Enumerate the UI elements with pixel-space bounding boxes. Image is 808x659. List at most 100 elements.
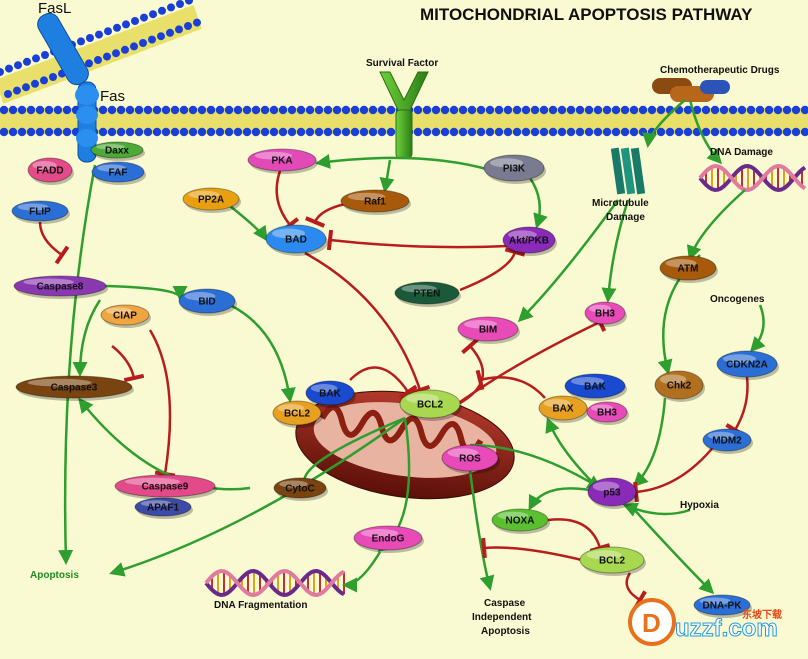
- inhibition-edge-36: [633, 444, 716, 503]
- inhibition-edge-35: [725, 376, 749, 437]
- node-bid: BID: [178, 288, 237, 316]
- node-label-fadd: FADD: [36, 166, 63, 177]
- watermark-subtext: 东坡下载: [742, 608, 782, 621]
- dna-damage-label: DNA Damage: [710, 147, 773, 158]
- node-bh3-right: BH3: [586, 401, 629, 425]
- caspase-indep-line3: Apoptosis: [481, 626, 530, 637]
- activation-edge-41: [688, 99, 723, 165]
- node-raf1: Raf1: [340, 189, 411, 215]
- node-cytoc: CytoC: [273, 477, 328, 501]
- node-cdkn2a: CDKN2A: [716, 350, 779, 380]
- inhibition-edge-30: [481, 537, 583, 562]
- watermark: D uzzf.com 东坡下载: [628, 598, 782, 646]
- activation-edge-11: [315, 154, 491, 172]
- activation-edge-38: [686, 189, 746, 261]
- node-label-endog: EndoG: [372, 534, 405, 545]
- activation-edge-39: [749, 304, 766, 353]
- node-label-caspase9: Caspase9: [142, 482, 189, 493]
- dna-helix-top: [698, 163, 807, 193]
- node-bim: BIM: [457, 316, 520, 344]
- survival-factor-label: Survival Factor: [366, 58, 438, 69]
- node-label-akt: Akt/PKB: [509, 236, 549, 247]
- node-label-bcl2-left: BCL2: [284, 409, 311, 420]
- activation-edge-24: [78, 397, 251, 491]
- node-caspase8: Caspase8: [13, 275, 108, 299]
- caspase-indep-line1: Caspase: [484, 598, 526, 609]
- activation-edge-34: [632, 397, 667, 488]
- inhibition-edge-31: [625, 572, 647, 610]
- node-label-bim: BIM: [479, 325, 497, 336]
- node-chk2: Chk2: [654, 370, 705, 402]
- node-label-pten: PTEN: [414, 289, 441, 300]
- node-label-bax: BAX: [552, 404, 573, 415]
- node-label-chk2: Chk2: [667, 381, 692, 392]
- node-label-bid: BID: [198, 297, 215, 308]
- inhibition-edge-10: [305, 202, 346, 228]
- node-label-bcl2-bottom: BCL2: [599, 556, 626, 567]
- inhibition-edge-29: [547, 518, 611, 553]
- activation-edge-9: [229, 205, 268, 242]
- activation-edge-12: [528, 177, 548, 229]
- apoptosis-label: Apoptosis: [30, 570, 79, 581]
- fas-receptor: [75, 81, 99, 163]
- node-label-ros: ROS: [459, 454, 481, 465]
- inhibition-edge-13: [326, 229, 509, 251]
- node-label-cdkn2a: CDKN2A: [726, 360, 768, 371]
- node-label-raf1: Raf1: [364, 197, 386, 208]
- node-label-atm: ATM: [678, 264, 699, 275]
- node-label-ciap: CIAP: [113, 311, 137, 322]
- node-label-bad: BAD: [285, 235, 307, 246]
- node-label-bak-left: BAK: [319, 389, 341, 400]
- node-caspase9: Caspase9: [114, 474, 217, 500]
- activation-edge-40: [642, 99, 686, 148]
- activation-edge-27: [545, 417, 597, 487]
- node-apaf1: APAF1: [134, 497, 193, 519]
- inhibition-edge-7: [275, 170, 300, 233]
- activation-edge-23: [342, 551, 382, 593]
- activation-edge-6: [229, 303, 296, 403]
- activation-edge-21: [109, 416, 406, 577]
- activation-edge-8: [379, 159, 395, 193]
- node-bax: BAX: [538, 395, 589, 423]
- activation-edge-25: [468, 469, 495, 591]
- inhibition-edge-5: [148, 329, 176, 478]
- activation-edge-2: [104, 284, 188, 301]
- node-label-pka: PKA: [271, 156, 292, 167]
- microtubule: [610, 147, 646, 195]
- node-label-bak-right: BAK: [584, 382, 606, 393]
- dna-fragmentation-label: DNA Fragmentation: [214, 600, 308, 611]
- node-ciap: CIAP: [100, 304, 151, 328]
- node-endog: EndoG: [353, 525, 424, 553]
- node-label-caspase8: Caspase8: [37, 282, 84, 293]
- node-bcl2-bottom: BCL2: [579, 546, 646, 576]
- activation-edge-26: [469, 443, 603, 490]
- node-p53: p53: [587, 477, 638, 509]
- node-bh3-top: BH3: [584, 301, 627, 327]
- node-label-bh3-right: BH3: [597, 408, 617, 419]
- activation-edge-0: [58, 164, 97, 565]
- oncogenes-label: Oncogenes: [710, 294, 765, 305]
- node-label-cytoc: CytoC: [285, 484, 314, 495]
- caspase-indep-line2: Independent: [472, 612, 532, 623]
- node-flip: FLIP: [11, 200, 70, 224]
- node-label-daxx: Daxx: [105, 146, 129, 157]
- activation-edge-42: [601, 199, 630, 303]
- node-label-faf: FAF: [109, 168, 128, 179]
- chemo-label: Chemotherapeutic Drugs: [660, 65, 780, 76]
- node-pdna: DNA-PK: [693, 594, 752, 618]
- node-bak-left: BAK: [305, 380, 356, 408]
- inhibition-edge-1: [38, 221, 70, 265]
- node-label-p53: p53: [603, 488, 621, 499]
- drug-capsules: [652, 78, 730, 102]
- node-atm: ATM: [659, 255, 718, 283]
- node-label-caspase3: Caspase3: [51, 383, 98, 394]
- node-label-pi3k: PI3K: [503, 164, 526, 175]
- node-daxx: Daxx: [90, 141, 145, 161]
- inhibition-edge-14: [459, 247, 526, 292]
- node-label-mdm2: MDM2: [712, 436, 742, 447]
- hypoxia-label: Hypoxia: [680, 500, 719, 511]
- survival-receptor: [379, 71, 429, 159]
- node-bcl2-left: BCL2: [272, 400, 323, 428]
